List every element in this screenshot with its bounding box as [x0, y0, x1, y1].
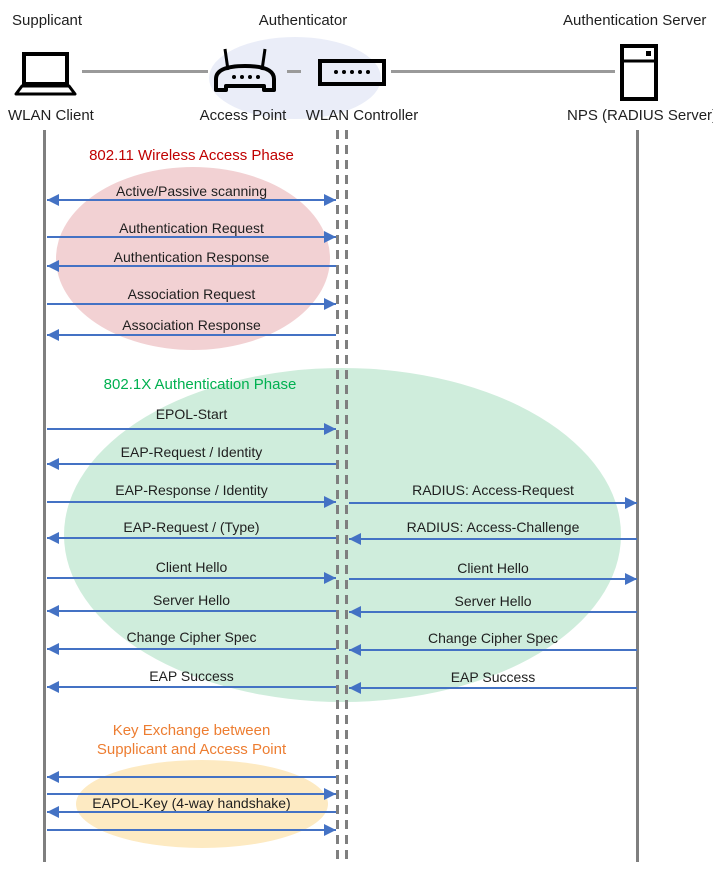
phase3-title-line1: Key Exchange between	[112, 722, 271, 739]
actor-role-auth-server: Authentication Server	[563, 12, 707, 29]
access-point-icon	[212, 46, 278, 98]
message-arrow-left	[47, 806, 336, 818]
wlan-controller-icon	[318, 59, 386, 86]
message-label: Client Hello	[155, 559, 228, 575]
message-arrow-left	[47, 260, 336, 272]
authenticator-group-ellipse	[209, 37, 381, 119]
message-label: Server Hello	[454, 593, 532, 609]
message-label: EAP Success	[450, 669, 536, 685]
message-arrow-left	[47, 771, 336, 783]
message-label: Authentication Response	[113, 249, 270, 265]
message-arrow-left	[47, 643, 336, 655]
actor-role-authenticator: Authenticator	[258, 12, 348, 29]
message-label: Authentication Request	[119, 220, 264, 236]
message-label: RADIUS: Access-Request	[412, 482, 574, 498]
actor-name-wlan-controller: WLAN Controller	[305, 107, 419, 124]
lifeline-wlan-controller	[345, 130, 348, 862]
laptop-icon	[14, 52, 78, 98]
message-label: EAP-Request / (Type)	[123, 519, 260, 535]
message-arrow-right	[47, 231, 336, 243]
phase1-ellipse	[56, 167, 330, 350]
connector-controller-server	[391, 70, 615, 73]
connector-ap-controller	[287, 70, 301, 73]
message-arrow-right	[47, 824, 336, 836]
message-label: Change Cipher Spec	[126, 629, 257, 645]
phase2-title: 802.1X Authentication Phase	[103, 376, 297, 393]
message-label: EAPOL-Key (4-way handshake)	[92, 795, 291, 811]
message-arrow-left	[47, 532, 336, 544]
phase3-ellipse	[76, 760, 328, 848]
message-label: Active/Passive scanning	[116, 183, 267, 199]
actor-name-nps-server: NPS (RADIUS Server)	[567, 107, 713, 124]
lifeline-wlan-client	[43, 130, 46, 862]
message-label: Change Cipher Spec	[428, 630, 558, 646]
message-arrow-left	[47, 605, 336, 617]
message-label: Association Request	[127, 286, 256, 302]
message-arrow-left	[47, 681, 336, 693]
message-arrow-right	[47, 298, 336, 310]
message-label: Server Hello	[152, 592, 231, 608]
actor-name-wlan-client: WLAN Client	[8, 107, 94, 124]
message-label: EAP-Request / Identity	[120, 444, 263, 460]
message-arrow-right	[349, 573, 637, 585]
phase2-ellipse	[64, 368, 621, 702]
message-label: EAP Success	[149, 668, 234, 684]
message-arrow-both	[47, 194, 336, 206]
message-label: Client Hello	[457, 560, 529, 576]
connector-client-ap	[82, 70, 208, 73]
message-arrow-left	[349, 682, 637, 694]
message-label: RADIUS: Access-Challenge	[406, 519, 580, 535]
message-arrow-right	[47, 788, 336, 800]
actor-role-supplicant: Supplicant	[12, 12, 83, 29]
message-arrow-right	[47, 496, 336, 508]
message-label: Association Response	[122, 317, 261, 333]
lifeline-access-point	[336, 130, 339, 862]
phase3-title-line2: Supplicant and Access Point	[96, 741, 287, 758]
message-arrow-left	[349, 606, 637, 618]
message-label: EPOL-Start	[155, 406, 228, 422]
server-icon	[620, 44, 658, 101]
message-arrow-left	[349, 644, 637, 656]
message-label: EAP-Response / Identity	[115, 482, 268, 498]
message-arrow-right	[349, 497, 637, 509]
actor-name-access-point: Access Point	[199, 107, 287, 124]
message-arrow-left	[349, 533, 637, 545]
lifeline-nps-server	[636, 130, 639, 862]
message-arrow-right	[47, 423, 336, 435]
message-arrow-right	[47, 572, 336, 584]
message-arrow-left	[47, 458, 336, 470]
phase1-title: 802.11 Wireless Access Phase	[89, 147, 294, 164]
message-arrow-left	[47, 329, 336, 341]
